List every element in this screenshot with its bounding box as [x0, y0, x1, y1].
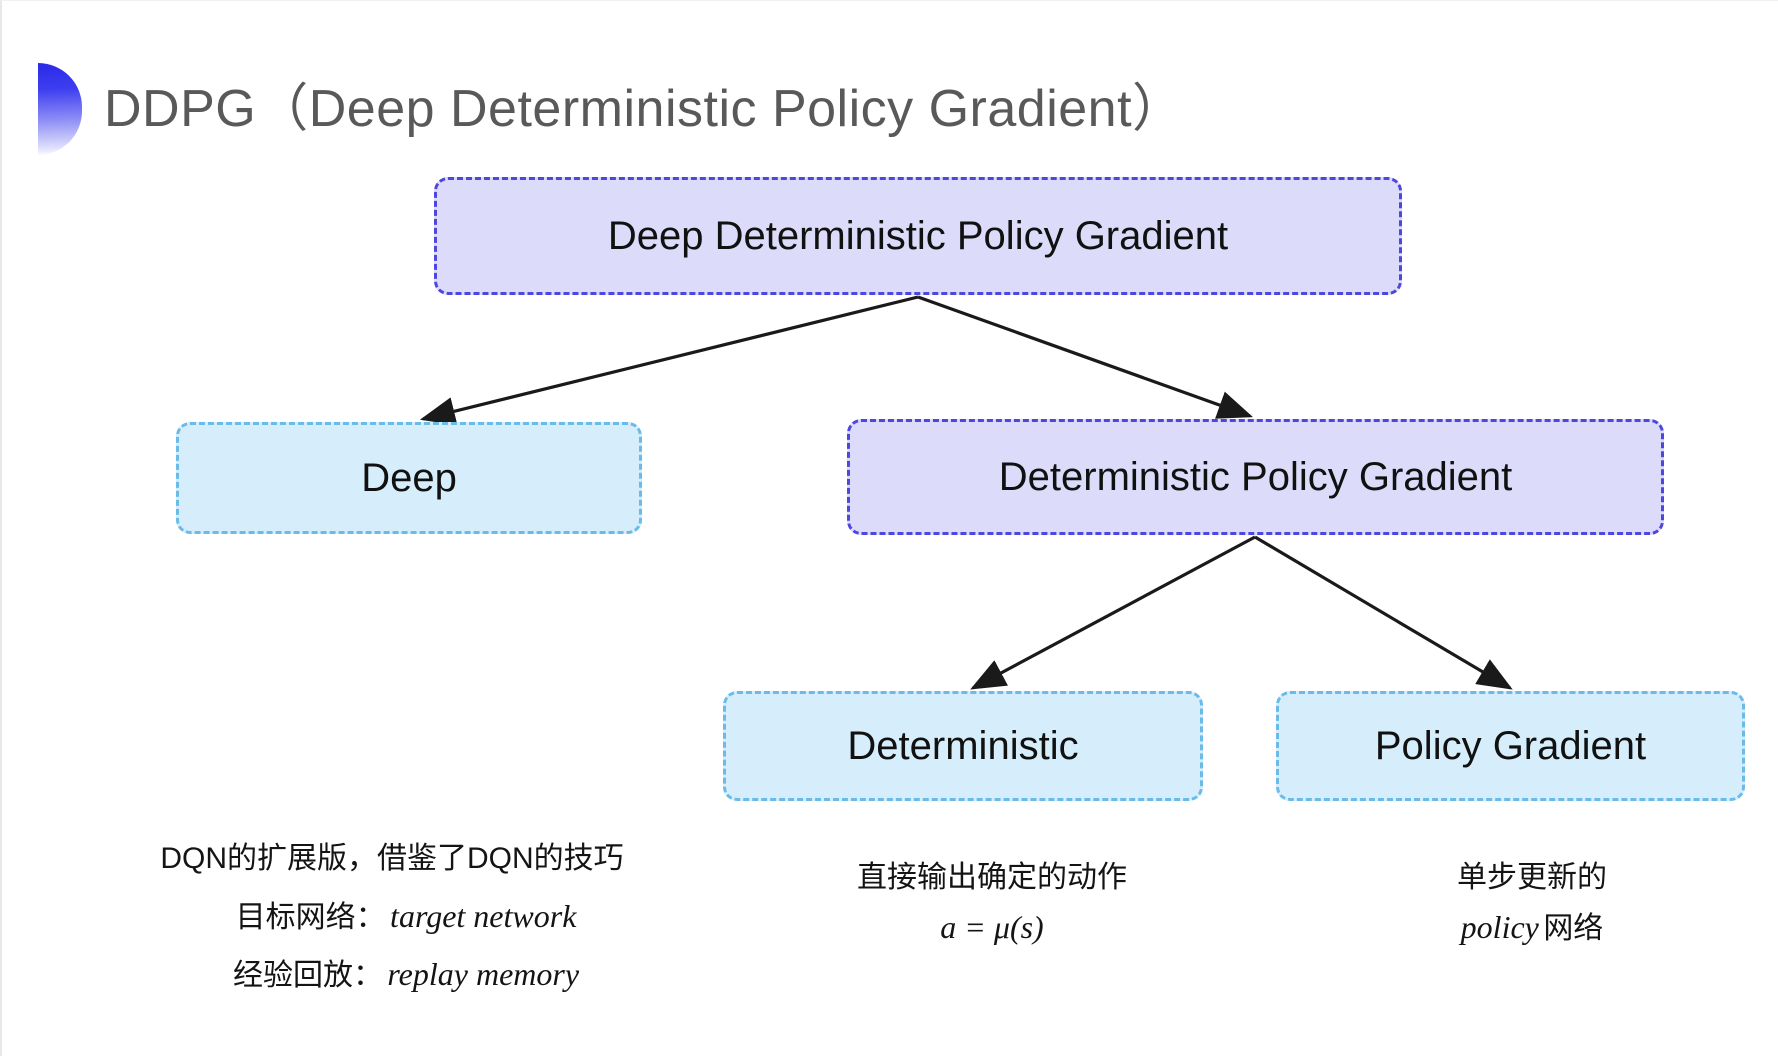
edge-root-to-deep [419, 295, 919, 426]
node-policy-gradient[interactable]: Policy Gradient [1276, 691, 1745, 801]
caption-deep-replay-memory-label: 经验回放： [232, 959, 383, 992]
caption-deep-target-network-term: target network [390, 897, 577, 934]
node-dpg-label: Deterministic Policy Gradient [998, 455, 1513, 499]
edge-dpg-to-policy-gradient [1254, 535, 1513, 690]
node-root-label: Deep Deterministic Policy Gradient [607, 214, 1229, 258]
caption-policy-gradient-policy-term: policy [1460, 908, 1539, 945]
caption-deterministic: 直接输出确定的动作 a = μ(s) [772, 856, 1212, 954]
caption-deterministic-line-1: 直接输出确定的动作 [772, 856, 1212, 900]
node-deep[interactable]: Deep [176, 422, 642, 534]
caption-deep: DQN的扩展版，借鉴了DQN的技巧 目标网络： target network 经… [112, 837, 672, 998]
node-deterministic-policy-gradient[interactable]: Deterministic Policy Gradient [847, 419, 1664, 535]
caption-policy-gradient-line-1: 单步更新的 [1322, 856, 1742, 900]
caption-deterministic-formula-text: a = μ(s) [940, 908, 1044, 945]
node-root[interactable]: Deep Deterministic Policy Gradient [434, 177, 1402, 295]
caption-deep-target-network-label: 目标网络： [235, 900, 386, 934]
caption-policy-gradient: 单步更新的 policy 网络 [1322, 856, 1742, 954]
caption-deterministic-line-1-text: 直接输出确定的动作 [857, 861, 1127, 894]
title-bullet-decoration-icon [38, 63, 82, 155]
caption-deep-line-1-text: DQN的扩展版，借鉴了DQN的技巧 [160, 842, 624, 875]
caption-deterministic-formula: a = μ(s) [772, 904, 1212, 950]
caption-policy-gradient-network-text: 网络 [1543, 911, 1604, 945]
caption-deep-replay-memory-term: replay memory [387, 956, 580, 992]
page-title: DDPG（Deep Deterministic Policy Gradient） [104, 80, 1185, 138]
slide-header: DDPG（Deep Deterministic Policy Gradient） [38, 59, 1185, 159]
node-policy-gradient-label: Policy Gradient [1374, 724, 1647, 768]
node-deterministic[interactable]: Deterministic [723, 691, 1203, 801]
edge-dpg-to-deterministic [970, 535, 1256, 690]
caption-policy-gradient-line-2: policy 网络 [1322, 904, 1742, 951]
caption-deep-line-2: 目标网络： target network [112, 893, 672, 940]
caption-deep-line-3: 经验回放： replay memory [112, 951, 672, 998]
node-deep-label: Deep [361, 456, 457, 500]
caption-policy-gradient-line-1-text: 单步更新的 [1457, 861, 1607, 894]
node-deterministic-label: Deterministic [847, 724, 1079, 768]
edge-root-to-dpg [917, 295, 1254, 419]
caption-deep-line-1: DQN的扩展版，借鉴了DQN的技巧 [112, 837, 672, 881]
